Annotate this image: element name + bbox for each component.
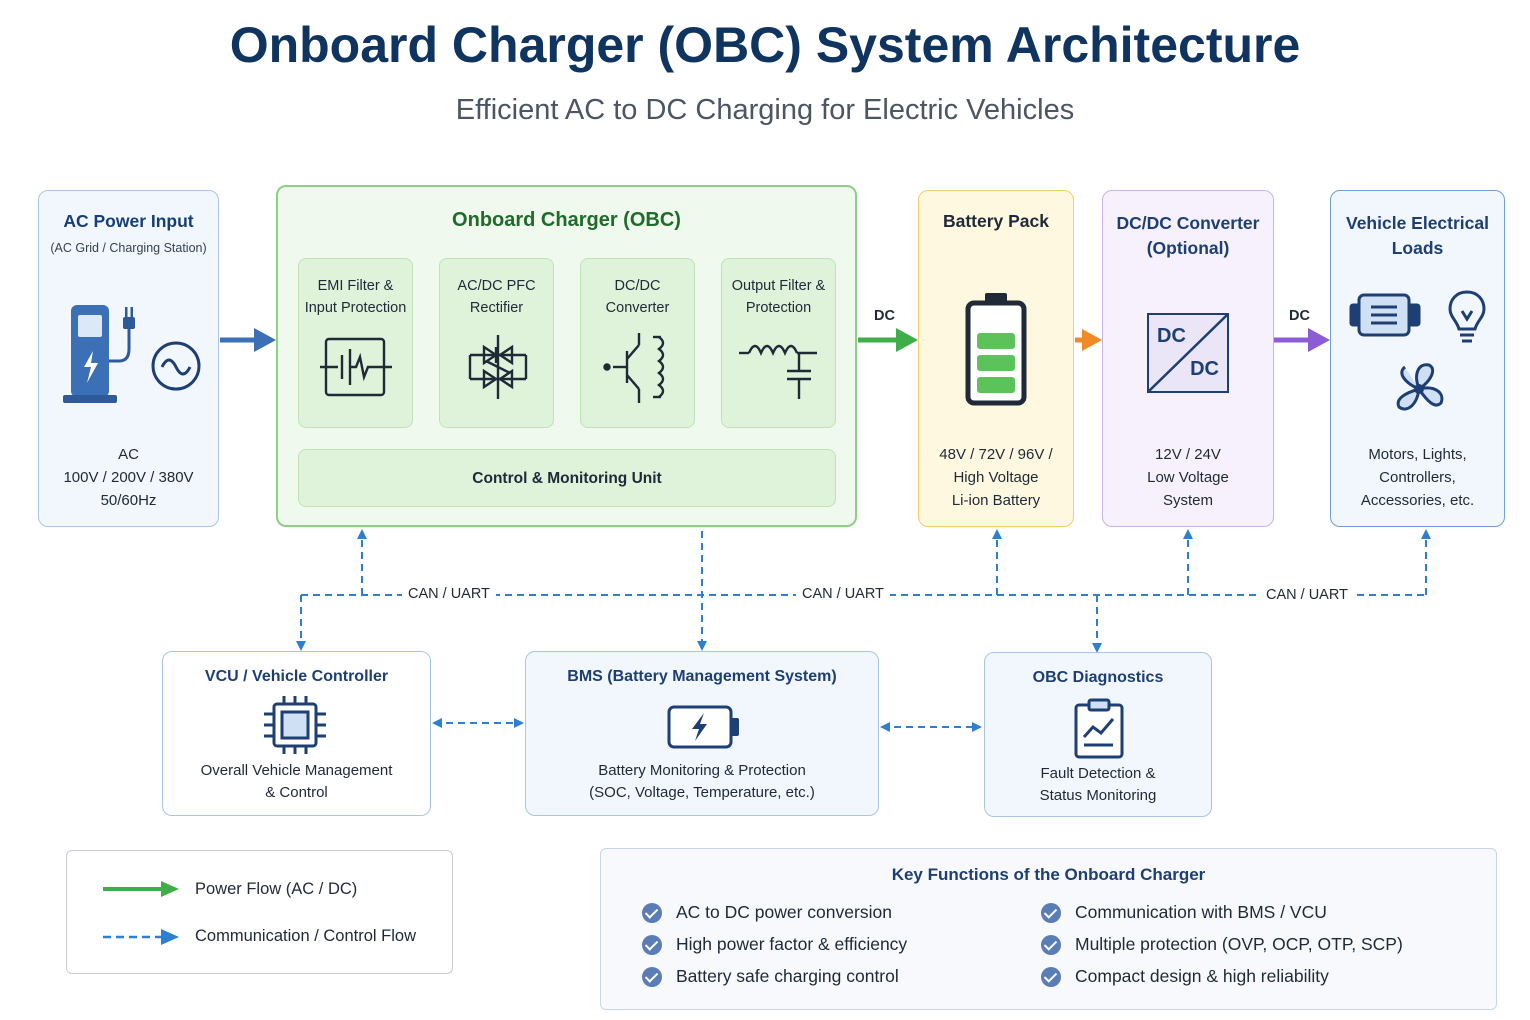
stage-label: DC/DC: [614, 278, 661, 294]
obc-diagnostics-box: OBC Diagnostics Fault Detection & Status…: [984, 652, 1212, 817]
vcu-desc-line: & Control: [265, 784, 328, 801]
dcdc-spec-line: Low Voltage: [1147, 469, 1229, 486]
stage-label: Protection: [745, 300, 812, 316]
dcdc-icon: DC DC: [1147, 313, 1229, 393]
dcdc-output-arrow: [1274, 328, 1330, 352]
key-function-item: High power factor & efficiency: [676, 934, 908, 954]
dcdc-title: DC/DC Converter: [1116, 213, 1260, 233]
ac-input-subtitle: (AC Grid / Charging Station): [50, 241, 207, 255]
dc-power-arrow: [858, 328, 918, 352]
battery-status-icon: [667, 705, 739, 749]
obc-box: Onboard Charger (OBC) EMI Filter & Input …: [276, 185, 857, 527]
emi-filter-icon: [320, 337, 392, 397]
battery-spec-line: Li-ion Battery: [951, 492, 1041, 509]
stage-emi-filter: EMI Filter & Input Protection: [298, 258, 413, 428]
legend-box: Power Flow (AC / DC) Communication / Con…: [66, 850, 453, 974]
bms-desc-line: (SOC, Voltage, Temperature, etc.): [589, 784, 815, 801]
comm-flow-arrow: [103, 929, 179, 945]
check-icon: [642, 903, 662, 923]
control-monitoring-unit: Control & Monitoring Unit: [298, 449, 836, 507]
diag-desc-line: Status Monitoring: [1039, 787, 1157, 804]
key-function-item: AC to DC power conversion: [676, 902, 892, 922]
chip-icon: [264, 696, 326, 754]
battery-output-arrow: [1075, 329, 1102, 351]
check-icon: [1041, 935, 1061, 955]
stage-label: Input Protection: [304, 300, 407, 316]
clipboard-chart-icon: [1074, 698, 1124, 759]
loads-title: Loads: [1391, 238, 1444, 258]
loads-spec-line: Motors, Lights,: [1368, 446, 1467, 463]
dcdc-spec-line: 12V / 24V: [1155, 446, 1221, 463]
diag-title: OBC Diagnostics: [1032, 669, 1164, 686]
dcdc-converter-box: DC/DC Converter (Optional) DC DC 12V / 24…: [1102, 190, 1274, 527]
inductor-capacitor-icon: [739, 344, 817, 399]
legend-power-label: Power Flow (AC / DC): [195, 880, 358, 898]
vcu-box: VCU / Vehicle Controller Overall Vehicle…: [162, 651, 431, 816]
stage-pfc-rectifier: AC/DC PFC Rectifier: [439, 258, 554, 428]
loads-title: Vehicle Electrical: [1345, 213, 1489, 233]
key-function-item: Multiple protection (OVP, OCP, OTP, SCP): [1075, 934, 1403, 954]
stage-dcdc-converter: DC/DC Converter: [580, 258, 695, 428]
can-uart-label: CAN / UART: [402, 586, 496, 602]
can-uart-label: CAN / UART: [1260, 587, 1354, 603]
bms-title: BMS (Battery Management System): [567, 668, 837, 685]
ac-sine-icon: [151, 341, 201, 391]
motor-icon: [1349, 293, 1421, 337]
stage-label: AC/DC PFC: [457, 278, 536, 294]
check-icon: [642, 967, 662, 987]
ac-power-arrow: [220, 328, 276, 352]
check-icon: [642, 935, 662, 955]
stage-label: Converter: [605, 300, 670, 316]
dcdc-icon-label: DC: [1190, 358, 1219, 380]
dc-label: DC: [874, 308, 895, 324]
dcdc-title-optional: (Optional): [1146, 238, 1230, 258]
obc-title: Onboard Charger (OBC): [452, 209, 681, 231]
dcdc-spec-line: System: [1162, 492, 1213, 509]
key-function-item: Battery safe charging control: [676, 966, 899, 986]
power-flow-arrow: [103, 881, 179, 897]
vcu-desc-line: Overall Vehicle Management: [200, 762, 393, 779]
battery-spec-line: High Voltage: [953, 469, 1039, 486]
battery-icon: [965, 293, 1027, 406]
key-functions-title: Key Functions of the Onboard Charger: [891, 865, 1206, 884]
legend-comm-label: Communication / Control Flow: [195, 927, 416, 945]
fan-icon: [1396, 363, 1444, 411]
loads-spec-line: Accessories, etc.: [1360, 492, 1475, 509]
key-function-item: Communication with BMS / VCU: [1075, 902, 1327, 922]
stage-label: EMI Filter &: [317, 278, 394, 294]
ac-spec-line: 50/60Hz: [100, 492, 157, 509]
key-function-item: Compact design & high reliability: [1075, 966, 1329, 986]
ac-input-title: AC Power Input: [63, 211, 194, 231]
key-functions-box: Key Functions of the Onboard Charger AC …: [600, 848, 1497, 1010]
control-unit-label: Control & Monitoring Unit: [472, 470, 662, 487]
battery-pack-box: Battery Pack 48V / 72V / 96V / High Volt…: [918, 190, 1074, 527]
ac-power-input-box: AC Power Input (AC Grid / Charging Stati…: [38, 190, 219, 527]
dc-label: DC: [1289, 308, 1310, 324]
dcdc-icon-label: DC: [1157, 325, 1186, 347]
vcu-title: VCU / Vehicle Controller: [204, 668, 389, 685]
page-subtitle: Efficient AC to DC Charging for Electric…: [455, 94, 1075, 126]
bms-desc-line: Battery Monitoring & Protection: [598, 762, 806, 779]
check-icon: [1041, 903, 1061, 923]
ac-spec-line: AC: [118, 446, 139, 463]
battery-title: Battery Pack: [942, 211, 1050, 231]
transistor-transformer-icon: [603, 333, 665, 403]
stage-label: Rectifier: [469, 300, 524, 316]
check-icon: [1041, 967, 1061, 987]
stage-output-filter: Output Filter & Protection: [721, 258, 836, 428]
bms-box: BMS (Battery Management System) Battery …: [525, 651, 879, 816]
stage-label: Output Filter &: [731, 278, 826, 294]
diag-desc-line: Fault Detection &: [1040, 765, 1156, 782]
ac-spec-line: 100V / 200V / 380V: [63, 469, 194, 486]
can-uart-label: CAN / UART: [796, 586, 890, 602]
page-title: Onboard Charger (OBC) System Architectur…: [229, 17, 1301, 73]
rectifier-icon: [468, 335, 528, 399]
loads-spec-line: Controllers,: [1379, 469, 1456, 486]
charging-station-icon: [63, 305, 135, 403]
light-bulb-icon: [1448, 290, 1486, 343]
can-bus-lines: [296, 529, 1431, 732]
battery-spec-line: 48V / 72V / 96V /: [939, 446, 1053, 463]
